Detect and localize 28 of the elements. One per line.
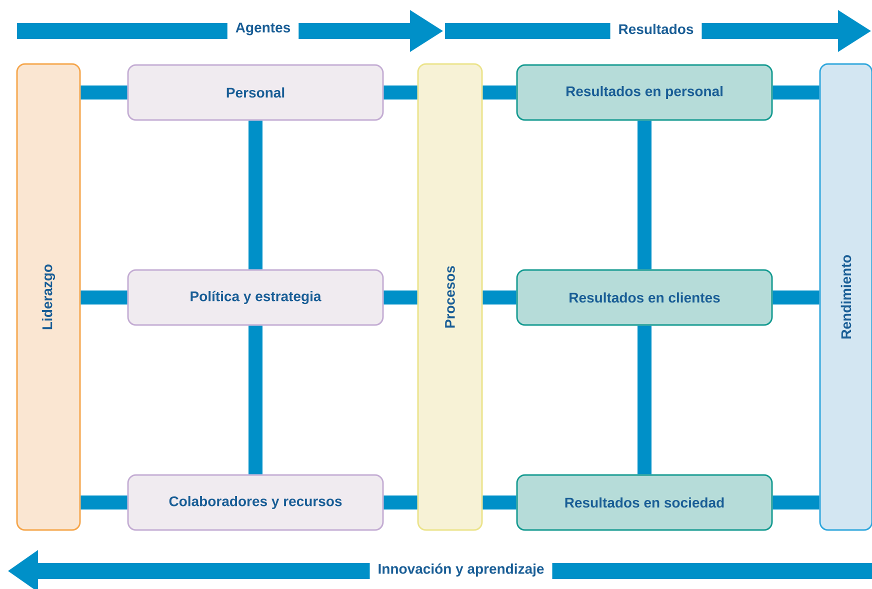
connector-bar [638, 326, 652, 474]
connector-bar [772, 290, 820, 304]
rounded-box: Política y estrategia [127, 269, 384, 326]
arrow-label: Innovación y aprendizaje [378, 563, 544, 577]
vertical-box: Liderazgo [16, 63, 81, 531]
arrow-label: Agentes [236, 22, 290, 36]
rounded-box: Personal [127, 64, 384, 121]
connector-bar [80, 496, 128, 510]
connector-bar [482, 86, 516, 100]
connector-bar [80, 86, 128, 100]
connector-bar [248, 326, 262, 474]
rounded-box: Resultados en sociedad [516, 474, 773, 531]
rounded-box: Resultados en clientes [516, 269, 773, 326]
vertical-box: Procesos [417, 63, 483, 531]
rounded-box: Resultados en personal [516, 64, 773, 121]
connector-bar [248, 120, 262, 270]
connector-bar [384, 290, 418, 304]
connector-bar [384, 496, 418, 510]
connector-bar [772, 86, 820, 100]
arrow-label: Resultados [619, 24, 694, 34]
connector-bar [772, 496, 820, 510]
rounded-box: Colaboradores y recursos [127, 474, 384, 531]
connector-bar [384, 86, 418, 100]
connector-bar [638, 120, 652, 270]
vertical-box: Rendimiento [819, 63, 872, 531]
connector-bar [80, 290, 128, 304]
connector-bar [482, 290, 516, 304]
connector-bar [482, 496, 516, 510]
